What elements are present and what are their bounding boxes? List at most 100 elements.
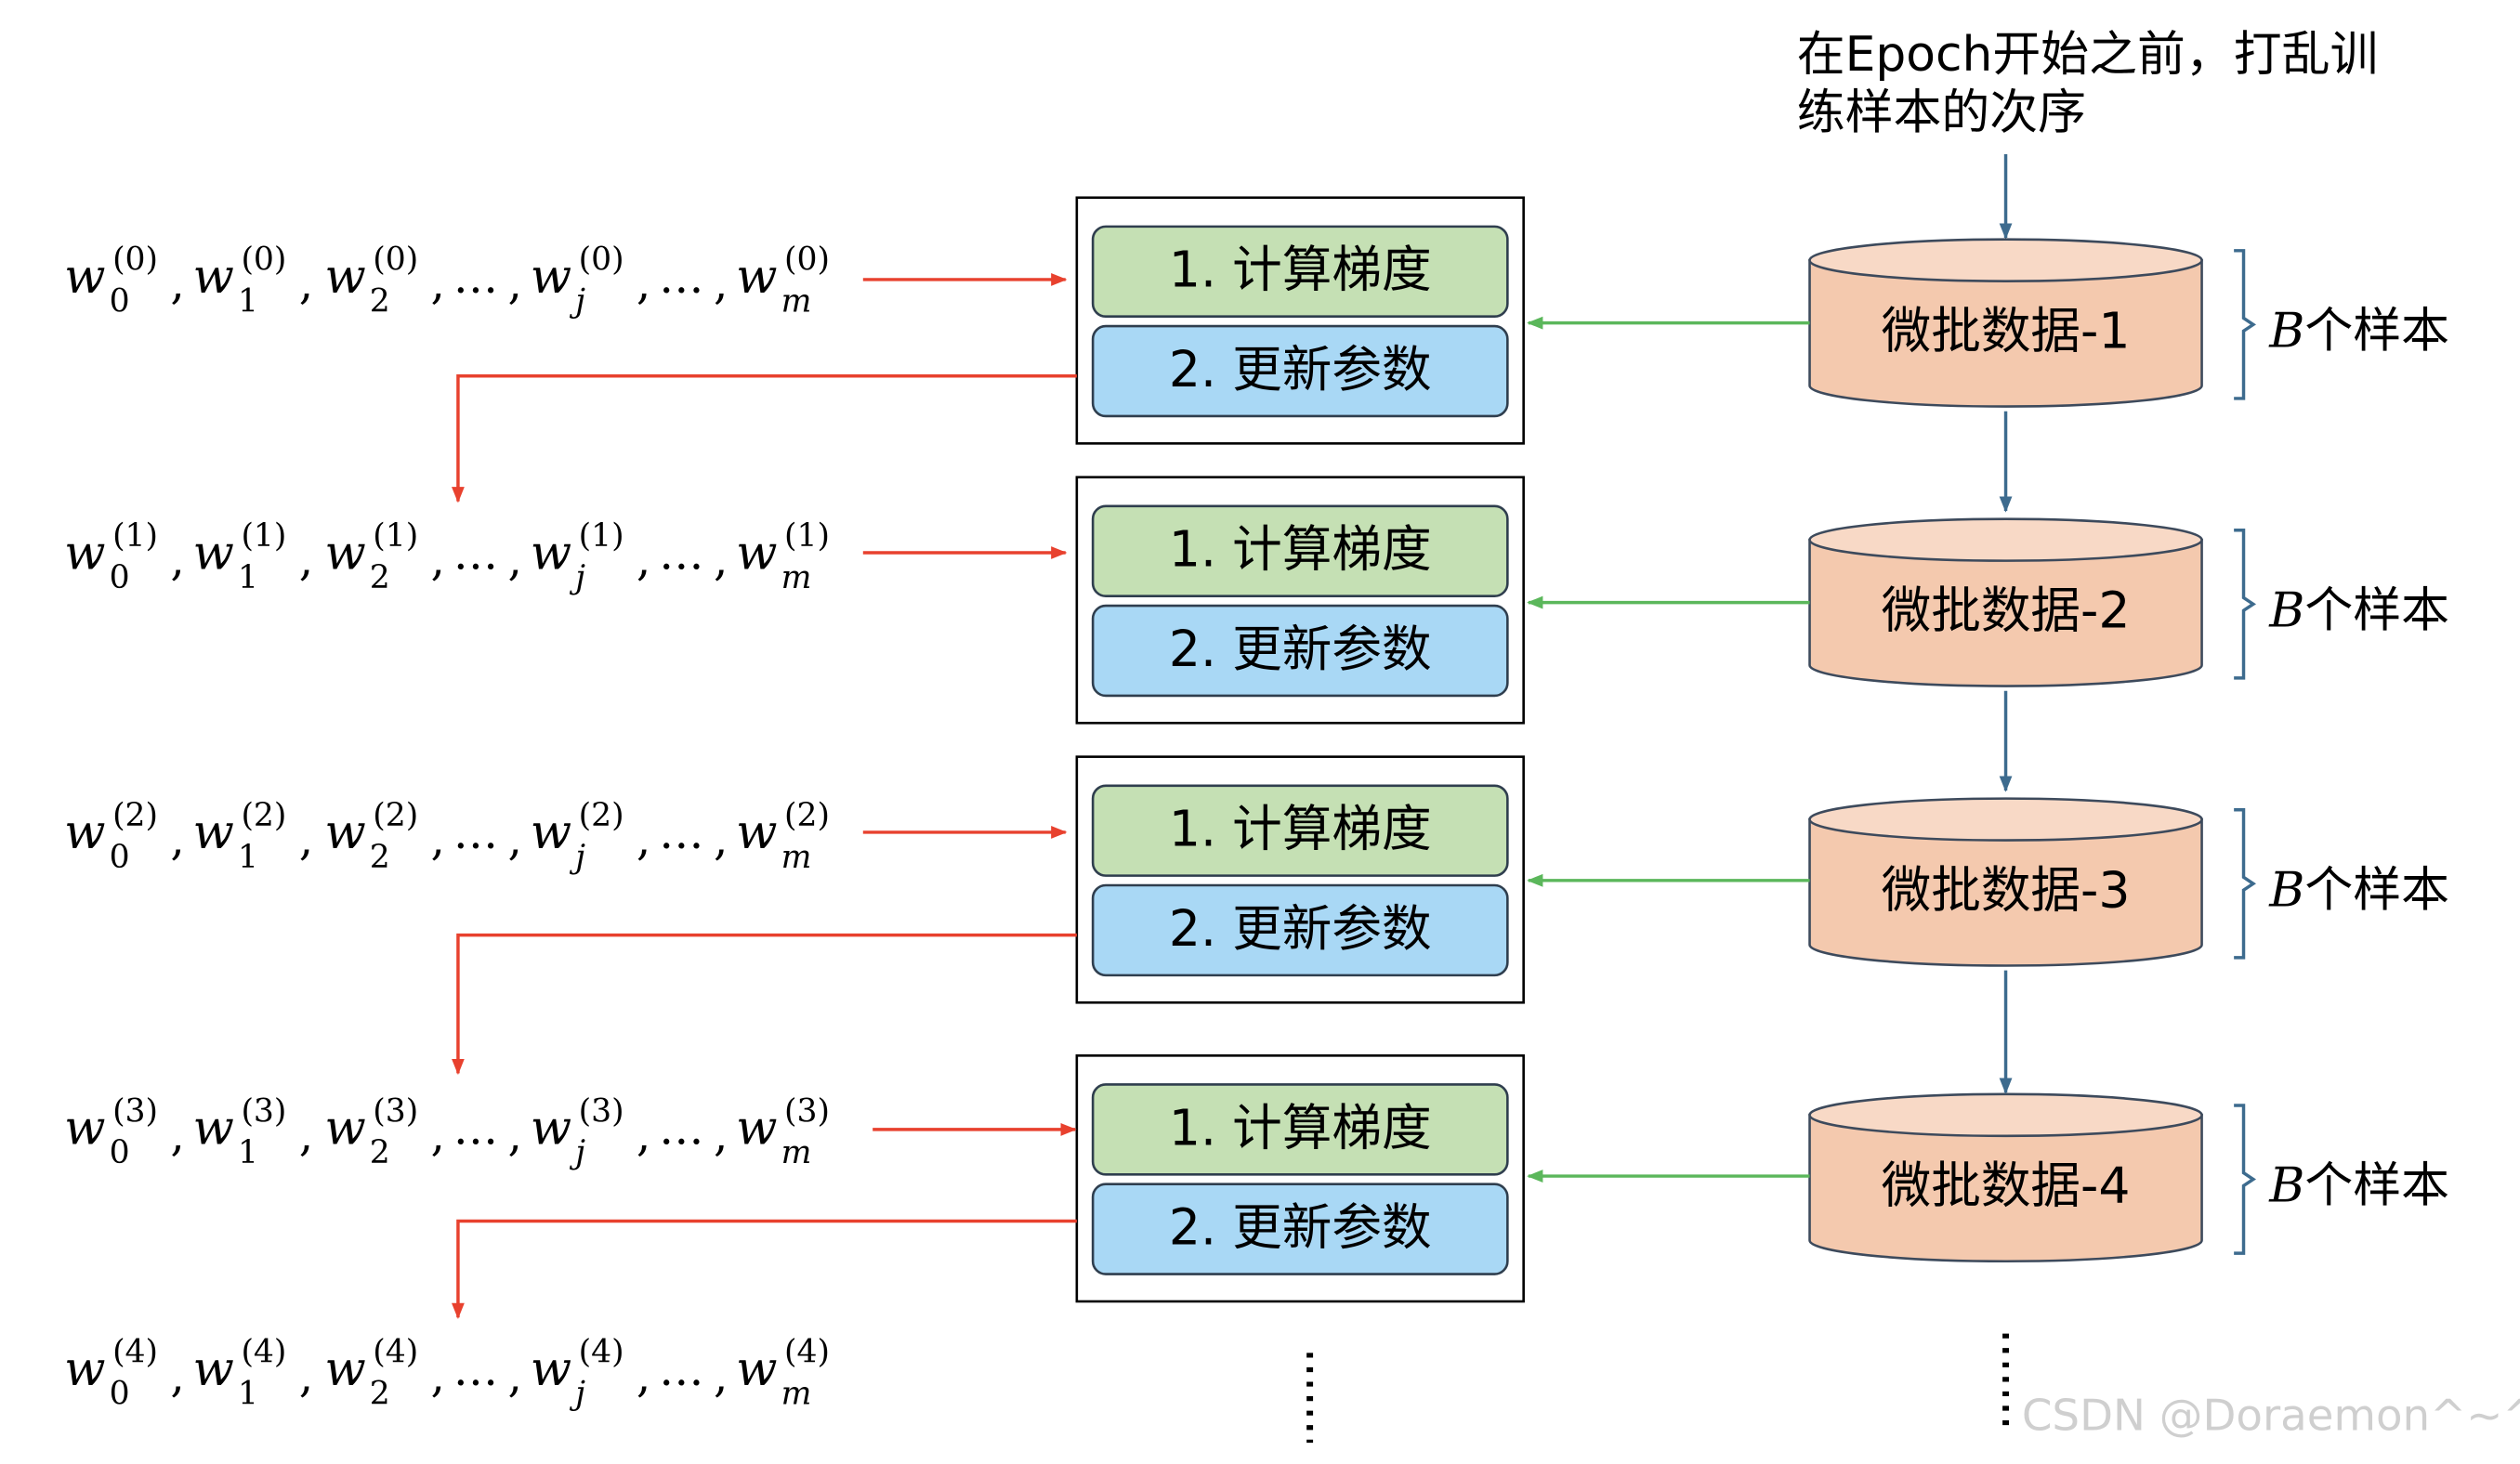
weight-iteration: (2) xyxy=(579,797,624,834)
ellipsis: … xyxy=(453,1103,498,1155)
weight-iteration: (2) xyxy=(373,797,418,834)
weight-symbol: w xyxy=(64,249,105,305)
comma: , xyxy=(508,258,522,310)
weight-index: m xyxy=(781,839,812,876)
batch-size-label: B个样本 xyxy=(2268,304,2449,359)
comma: , xyxy=(299,1351,313,1403)
weight-iteration: (1) xyxy=(373,517,418,555)
weight-symbol: w xyxy=(736,804,777,860)
weight-iteration: (2) xyxy=(112,797,158,834)
weight-symbol: w xyxy=(324,804,365,860)
weight-index: 1 xyxy=(238,839,258,876)
weight-index: 0 xyxy=(110,283,130,320)
weight-symbol: w xyxy=(193,1100,234,1156)
comma: , xyxy=(299,534,313,586)
weight-iteration: (0) xyxy=(112,242,158,279)
compute-gradient-box xyxy=(1091,504,1509,597)
weight-iteration: (3) xyxy=(373,1092,418,1130)
comma: , xyxy=(714,534,728,586)
weight-symbol: w xyxy=(736,525,777,581)
compute-gradient-box xyxy=(1091,1083,1509,1176)
batch-brace xyxy=(2234,529,2257,680)
weight-symbol: w xyxy=(531,249,571,305)
weight-iteration: (4) xyxy=(784,1334,830,1371)
comma: , xyxy=(170,258,184,310)
weight-iteration: (4) xyxy=(373,1334,418,1371)
weight-iteration: (1) xyxy=(579,517,624,555)
weight-symbol: w xyxy=(531,1100,571,1156)
weight-symbol: w xyxy=(64,804,105,860)
comma: , xyxy=(299,258,313,310)
weight-symbol: w xyxy=(193,525,234,581)
comma: , xyxy=(637,814,650,866)
comma: , xyxy=(508,814,522,866)
ellipsis: … xyxy=(659,807,703,859)
comma: , xyxy=(714,814,728,866)
cylinder-top xyxy=(1808,1092,2203,1138)
weight-index: m xyxy=(781,1376,812,1413)
weight-symbol: w xyxy=(531,525,571,581)
comma: , xyxy=(508,1109,522,1161)
update-params-box xyxy=(1091,883,1509,977)
ellipsis: … xyxy=(453,528,498,580)
comma: , xyxy=(714,1109,728,1161)
comma: , xyxy=(299,814,313,866)
ellipsis: … xyxy=(659,528,703,580)
ellipsis: … xyxy=(453,1344,498,1396)
weight-symbol: w xyxy=(736,1100,777,1156)
compute-gradient-label: 1. 计算梯度 xyxy=(1169,800,1432,858)
comma: , xyxy=(431,1351,445,1403)
batch-brace xyxy=(2234,1104,2257,1255)
cylinder-top xyxy=(1808,517,2203,562)
cylinder-top xyxy=(1808,797,2203,842)
comma: , xyxy=(170,534,184,586)
weight-index: 1 xyxy=(238,1376,258,1413)
compute-gradient-box xyxy=(1091,225,1509,319)
weight-index: 2 xyxy=(370,1376,390,1413)
weight-symbol: w xyxy=(324,249,365,305)
compute-gradient-label: 1. 计算梯度 xyxy=(1169,241,1432,299)
batch-brace xyxy=(2234,249,2257,400)
weight-iteration: (1) xyxy=(241,517,286,555)
comma: , xyxy=(431,258,445,310)
weight-symbol: w xyxy=(531,804,571,860)
weight-iteration: (0) xyxy=(579,242,624,279)
ellipsis: … xyxy=(659,252,703,304)
weight-index: 0 xyxy=(110,559,130,596)
update-params-label: 2. 更新参数 xyxy=(1169,899,1432,958)
watermark: CSDN @Doraemon^~^ xyxy=(2022,1391,2520,1441)
weight-symbol: w xyxy=(64,1100,105,1156)
update-params-label: 2. 更新参数 xyxy=(1169,340,1432,399)
weight-symbol: w xyxy=(324,1100,365,1156)
ellipsis: … xyxy=(453,252,498,304)
weight-symbol: w xyxy=(324,1341,365,1397)
weight-iteration: (0) xyxy=(784,242,830,279)
comma: , xyxy=(508,534,522,586)
compute-gradient-box xyxy=(1091,784,1509,877)
weight-symbol: w xyxy=(531,1341,571,1397)
weight-symbol: w xyxy=(193,1341,234,1397)
weight-index: m xyxy=(781,283,812,320)
batch-size-label: B个样本 xyxy=(2268,1158,2449,1214)
weight-iteration: (1) xyxy=(112,517,158,555)
update-params-label: 2. 更新参数 xyxy=(1169,620,1432,678)
batch-size-label: B个样本 xyxy=(2268,862,2449,918)
batch-label: 微批数据-2 xyxy=(1882,581,2131,639)
comma: , xyxy=(170,1109,184,1161)
weight-index: 2 xyxy=(370,559,390,596)
ellipsis: … xyxy=(453,807,498,859)
weight-index: 1 xyxy=(238,1134,258,1171)
weight-index: m xyxy=(781,1134,812,1171)
step-group: 1. 计算梯度 2. 更新参数 xyxy=(1075,755,1525,1004)
ellipsis: … xyxy=(659,1103,703,1155)
weight-iteration: (3) xyxy=(112,1092,158,1130)
ellipsis: … xyxy=(659,1344,703,1396)
comma: , xyxy=(431,1109,445,1161)
